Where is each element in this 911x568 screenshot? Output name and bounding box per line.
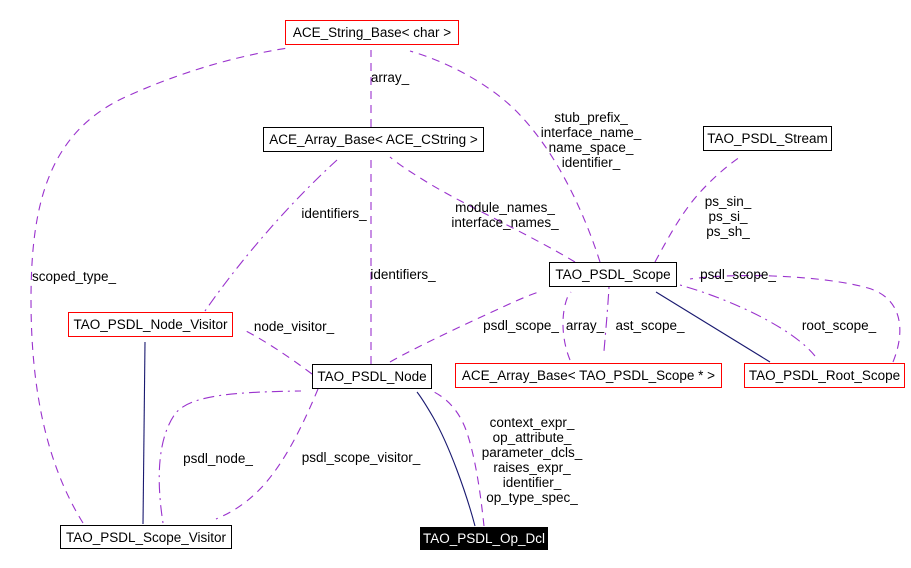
class-node-tao-psdl-stream[interactable]: TAO_PSDL_Stream — [703, 126, 832, 151]
edge-inherit-op-dcl — [416, 391, 476, 527]
edge-ast-scope — [603, 286, 610, 352]
edge-label-psdl-scope-center: psdl_scope_ — [483, 317, 559, 333]
edge-psdl-node — [158, 390, 302, 524]
edge-array-center — [562, 291, 572, 361]
class-node-tao-psdl-node[interactable]: TAO_PSDL_Node — [312, 364, 432, 389]
class-node-tao-psdl-root-scope[interactable]: TAO_PSDL_Root_Scope — [744, 363, 905, 388]
edge-label-module-names-group: module_names_ interface_names_ — [451, 200, 559, 230]
edge-root-scope — [679, 284, 816, 357]
edge-label-psdl-node: psdl_node_ — [183, 450, 253, 466]
class-node-tao-psdl-scope-visitor[interactable]: TAO_PSDL_Scope_Visitor — [60, 525, 232, 549]
edge-psdl-scope-right — [689, 275, 901, 363]
edge-label-ast-scope: ast_scope_ — [615, 317, 685, 333]
edge-scoped-type — [30, 47, 289, 524]
edge-label-ps-group: ps_sin_ ps_si_ ps_sh_ — [704, 193, 752, 239]
edge-label-identifiers-center: identifiers_ — [370, 266, 436, 282]
class-node-ace-string-base[interactable]: ACE_String_Base< char > — [285, 20, 459, 45]
class-node-ace-array-base-scope[interactable]: ACE_Array_Base< TAO_PSDL_Scope * > — [455, 363, 722, 388]
edge-op-dcl-members — [431, 390, 485, 527]
edge-label-identifiers-left: identifiers_ — [301, 205, 367, 221]
edge-label-op-dcl-members: context_expr_ op_attribute_ parameter_dc… — [481, 415, 583, 505]
class-node-tao-psdl-node-visitor[interactable]: TAO_PSDL_Node_Visitor — [68, 312, 233, 337]
edge-module-names — [389, 156, 576, 263]
edge-label-scoped-type: scoped_type_ — [31, 268, 117, 284]
edge-label-array-center: array_ — [565, 317, 605, 333]
class-node-tao-psdl-scope[interactable]: TAO_PSDL_Scope — [549, 262, 677, 287]
edge-psdl-scope-node — [389, 290, 543, 363]
edge-inherit-scope-visitor — [142, 341, 146, 525]
edge-label-stub-prefix-group: stub_prefix_ interface_name_ name_space_… — [540, 110, 642, 170]
edge-label-psdl-scope-visitor: psdl_scope_visitor_ — [301, 449, 421, 465]
class-node-ace-array-base-cstring[interactable]: ACE_Array_Base< ACE_CString > — [263, 127, 484, 152]
edge-inherit-root-scope — [655, 291, 771, 363]
edge-ps-streams — [654, 156, 741, 263]
edge-psdl-scope-visitor — [215, 388, 319, 520]
edge-label-array-top: array_ — [370, 69, 410, 85]
edge-node-visitor — [245, 330, 313, 375]
edge-label-root-scope: root_scope_ — [801, 317, 877, 333]
edge-label-psdl-scope-right: psdl_scope_ — [700, 266, 776, 282]
edge-identifiers-left — [204, 159, 338, 312]
edge-stub-prefix — [409, 50, 601, 263]
edge-label-node-visitor: node_visitor_ — [253, 318, 335, 334]
class-node-tao-psdl-op-dcl[interactable]: TAO_PSDL_Op_Dcl — [420, 527, 548, 550]
